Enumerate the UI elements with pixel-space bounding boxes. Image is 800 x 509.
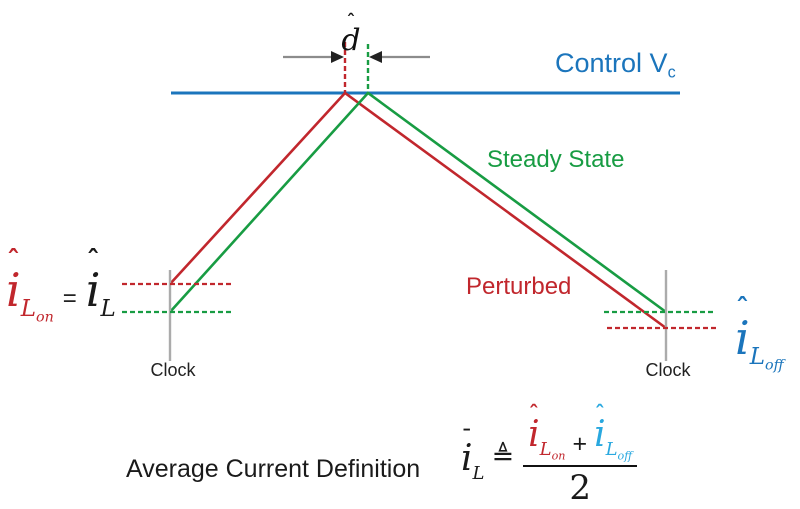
vc-subscript: c [667, 63, 676, 82]
fraction-numerator: ˆ i Lon + ˆ i Loff [523, 400, 637, 465]
control-voltage-label: Control Vc [555, 48, 676, 82]
steady-state-label: Steady State [487, 146, 625, 173]
i-hat-L-on-symbol: ˆ i Lon [6, 246, 54, 326]
average-current-formula: ¯ i L ≜ ˆ i Lon + ˆ i Loff [461, 400, 638, 508]
perturbed-label: Perturbed [466, 273, 572, 300]
hat-accent: ˆ [528, 400, 540, 425]
hat-accent: ˆ [594, 400, 606, 425]
right-peak-current-label: ˆ i Loff [735, 277, 784, 373]
i-bar-L-symbol: ¯ i L [461, 424, 485, 485]
bar-accent: ¯ [461, 424, 472, 449]
perturbed-current-waveform [169, 91, 667, 330]
clock-label-left: Clock [150, 360, 196, 380]
delta-equal-sign: ≜ [491, 441, 515, 473]
equals-sign: = [62, 285, 77, 312]
fraction-denominator: 2 [569, 467, 591, 508]
caption-average-current-definition: Average Current Definition [126, 455, 421, 483]
i-hat-L-on-symbol: ˆ i Lon [528, 400, 566, 463]
duty-perturbation-label: ˆ d [341, 12, 361, 58]
left-arrowhead-icon [331, 51, 344, 63]
hat-accent: ˆ [346, 12, 356, 32]
right-arrowhead-icon [369, 51, 382, 63]
plus-sign: + [572, 430, 588, 458]
i-hat-L-off-symbol: ˆ i Loff [735, 294, 784, 374]
formula-fraction: ˆ i Lon + ˆ i Loff 2 [523, 400, 638, 508]
left-peak-current-label: ˆ i Lon = ˆ i L [6, 246, 116, 326]
fraction-bar [523, 464, 638, 467]
i-hat-L-off-symbol: ˆ i Loff [594, 400, 633, 463]
i-hat-L-symbol: ˆ i L [85, 246, 116, 322]
clock-label-right: Clock [645, 360, 691, 380]
